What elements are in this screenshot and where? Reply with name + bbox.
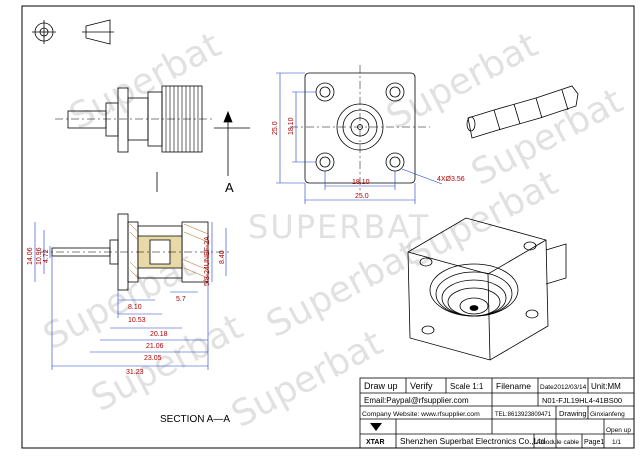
- dim-l6: 23.05: [144, 355, 162, 362]
- dim-l7: 31.23: [126, 369, 144, 376]
- dim-holes: 4XØ3.56: [437, 176, 465, 183]
- watermark-text: Superbat: [63, 25, 227, 138]
- tb-website: Company Website: www.rfsupplier.com: [362, 411, 480, 418]
- company-logo: XTAR: [366, 423, 385, 446]
- tb-verify: Verify: [410, 381, 433, 391]
- tb-drawing: Drawing: [559, 409, 587, 418]
- projection-symbol: [32, 19, 114, 45]
- tb-author: Ginxianfeng: [590, 411, 625, 418]
- isometric-view: [407, 217, 567, 361]
- dim-hole-pitch-vertical: 18.10: [288, 117, 295, 135]
- tb-tel: TEL:8613923809471: [495, 412, 552, 418]
- tb-part-number: N01-FJL19HL4-41BS00: [542, 396, 622, 405]
- tb-open-count: 1/1: [612, 439, 621, 446]
- sheet-border: [21, 5, 635, 449]
- tb-page: Page1: [584, 439, 604, 446]
- tb-scale: Scale 1:1: [450, 382, 484, 391]
- dim-l1: 8.10: [128, 304, 142, 311]
- tb-open: Open up: [606, 427, 631, 434]
- dim-d3: 4.72: [43, 249, 50, 263]
- tb-logo-text: XTAR: [366, 439, 385, 446]
- tb-date: Date2012/03/14: [540, 384, 587, 391]
- side-view: [55, 85, 215, 153]
- section-marker: [156, 110, 250, 192]
- dim-hole-pitch-horizontal: 18.10: [352, 179, 370, 186]
- watermark-text: Superbat: [260, 233, 424, 346]
- tb-filename-label: Filename: [496, 381, 531, 391]
- tb-unit: Unit:MM: [591, 382, 621, 391]
- dim-thread: 5/8-24UNEF-2A: [204, 236, 211, 286]
- dim-d1: 14.06: [27, 247, 34, 265]
- tb-email: Email:Paypal@rfsupplier.com: [364, 396, 469, 405]
- logo-icon: [370, 423, 382, 431]
- section-view: [40, 213, 230, 291]
- tb-draw-up: Draw up: [364, 381, 398, 391]
- tb-company: Shenzhen Superbat Electronics Co.,Ltd: [400, 436, 546, 446]
- dim-d2: 10.96: [36, 247, 43, 265]
- dim-l5: 21.06: [146, 343, 164, 350]
- watermark-center: SUPERBAT: [248, 208, 430, 246]
- dim-l3: 10.53: [128, 317, 146, 324]
- dim-l4: 20.18: [150, 331, 168, 338]
- contact-pin-view: [466, 85, 579, 139]
- dim-bore: 8.40: [219, 250, 226, 264]
- title-block: [359, 377, 635, 449]
- front-dimension-lines: [276, 72, 443, 204]
- dim-flange-width: 25.0: [355, 193, 369, 200]
- watermark-text: Superbat: [380, 25, 544, 138]
- dim-l2: 5.7: [176, 296, 186, 303]
- tb-cable: Amodule cable: [536, 439, 579, 446]
- dim-flange-side: 25.0: [272, 121, 279, 135]
- section-title: SECTION A—A: [160, 414, 230, 425]
- section-dimension-lines: [34, 222, 227, 370]
- section-label: A: [225, 180, 234, 195]
